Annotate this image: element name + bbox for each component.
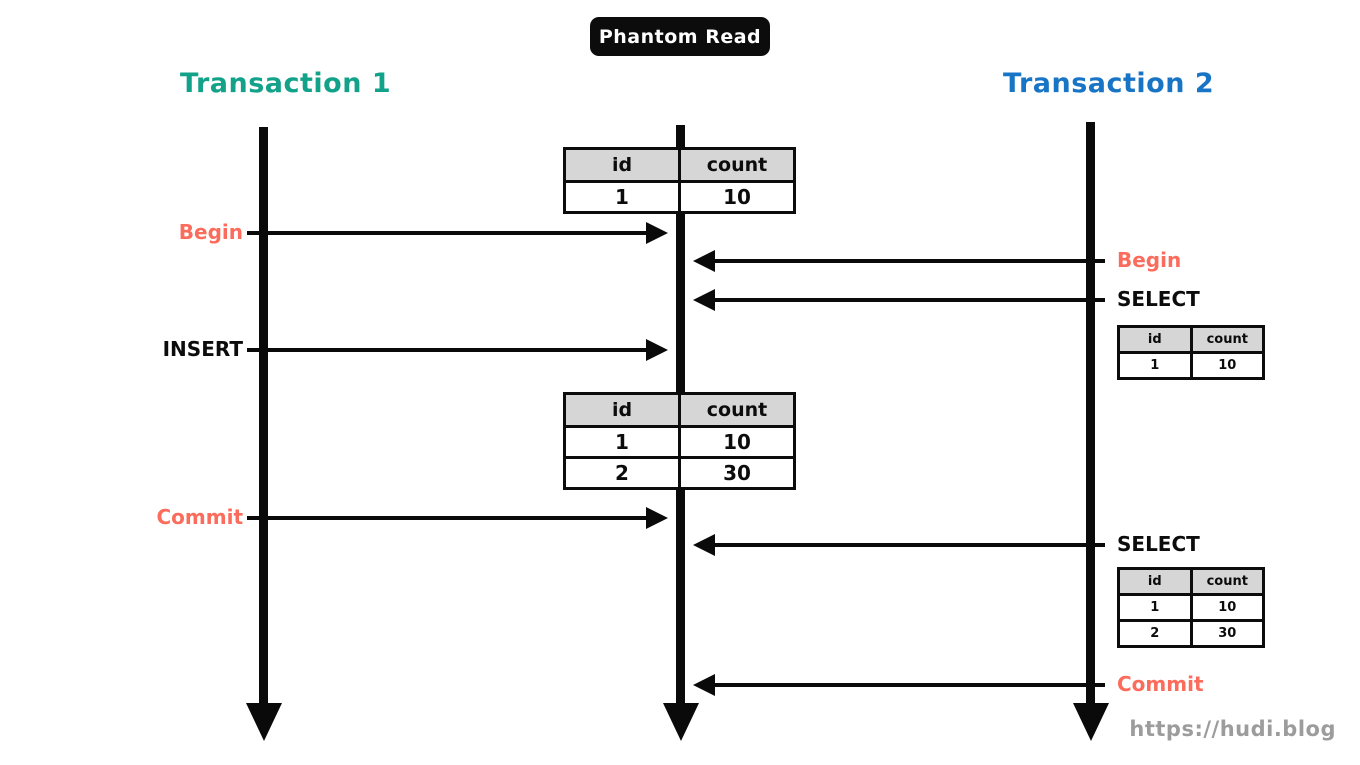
t2-second-select-result-table: id count 1 10 2 30 <box>1117 567 1265 648</box>
t2-commit-arrowhead-icon <box>693 674 715 696</box>
t2-commit-label: Commit <box>1117 672 1204 696</box>
table-row: 1 10 <box>1117 351 1265 380</box>
diagram-title-badge: Phantom Read <box>590 17 770 56</box>
t1-insert-arrowhead-icon <box>646 339 668 361</box>
cell-id: 2 <box>563 456 681 490</box>
t1-begin-arrowhead-icon <box>646 222 668 244</box>
cell-count: 30 <box>1189 619 1265 648</box>
col-header-id: id <box>1117 567 1193 596</box>
cell-count: 10 <box>678 180 796 214</box>
diagram-title: Phantom Read <box>598 25 762 48</box>
t2-begin-label: Begin <box>1117 248 1182 272</box>
transaction-2-timeline-arrowhead-icon <box>1073 703 1109 741</box>
table-row: 1 10 <box>563 180 796 214</box>
t2-commit-arrow <box>715 683 1105 687</box>
col-header-count: count <box>1189 567 1265 596</box>
table-row: 2 30 <box>1117 619 1265 648</box>
transaction-1-timeline <box>259 127 268 705</box>
t1-insert-label: INSERT <box>162 337 243 361</box>
t2-first-select-result-table: id count 1 10 <box>1117 325 1265 380</box>
cell-id: 1 <box>563 425 681 459</box>
table-row: 2 30 <box>563 456 796 490</box>
t1-commit-arrowhead-icon <box>646 507 668 529</box>
t2-select-2-arrow <box>715 543 1105 547</box>
t1-begin-arrow <box>247 231 648 235</box>
col-header-count: count <box>1189 325 1265 354</box>
db-state-after-insert-table: id count 1 10 2 30 <box>563 392 796 490</box>
database-timeline-arrowhead-icon <box>663 703 699 741</box>
cell-id: 1 <box>1117 351 1193 380</box>
cell-count: 30 <box>678 456 796 490</box>
transaction-2-header: Transaction 2 <box>1003 68 1215 99</box>
col-header-count: count <box>678 392 796 428</box>
cell-count: 10 <box>1189 593 1265 622</box>
table-row: 1 10 <box>563 425 796 459</box>
cell-id: 1 <box>1117 593 1193 622</box>
t2-select-1-arrow <box>715 298 1105 302</box>
t2-select-1-arrowhead-icon <box>693 289 715 311</box>
t2-select-2-arrowhead-icon <box>693 534 715 556</box>
t2-select-2-label: SELECT <box>1117 532 1200 556</box>
t2-begin-arrow <box>715 259 1105 263</box>
t2-select-1-label: SELECT <box>1117 287 1200 311</box>
cell-count: 10 <box>1189 351 1265 380</box>
col-header-id: id <box>563 147 681 183</box>
col-header-id: id <box>563 392 681 428</box>
table-header-row: id count <box>1117 567 1265 596</box>
table-header-row: id count <box>1117 325 1265 354</box>
db-state-initial-table: id count 1 10 <box>563 147 796 214</box>
transaction-1-timeline-arrowhead-icon <box>246 703 282 741</box>
table-row: 1 10 <box>1117 593 1265 622</box>
cell-id: 1 <box>563 180 681 214</box>
col-header-id: id <box>1117 325 1193 354</box>
transaction-2-timeline <box>1086 122 1095 705</box>
t1-commit-label: Commit <box>156 505 243 529</box>
cell-count: 10 <box>678 425 796 459</box>
t1-begin-label: Begin <box>178 220 243 244</box>
table-header-row: id count <box>563 147 796 183</box>
transaction-1-header: Transaction 1 <box>180 68 392 99</box>
cell-id: 2 <box>1117 619 1193 648</box>
table-header-row: id count <box>563 392 796 428</box>
col-header-count: count <box>678 147 796 183</box>
t1-commit-arrow <box>247 516 648 520</box>
site-watermark: https://hudi.blog <box>1129 717 1336 741</box>
t2-begin-arrowhead-icon <box>693 250 715 272</box>
t1-insert-arrow <box>247 348 648 352</box>
